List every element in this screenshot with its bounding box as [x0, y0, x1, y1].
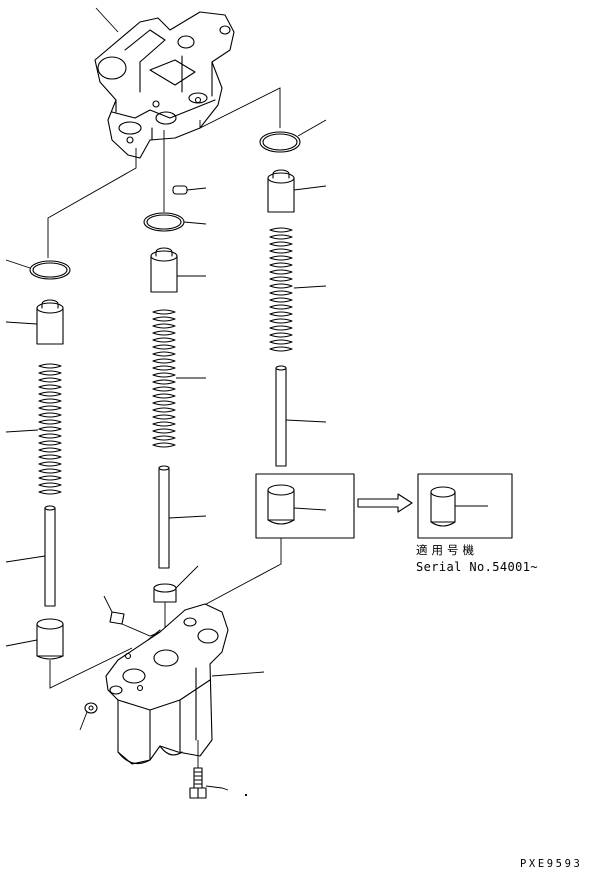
spring-coil: [269, 262, 293, 268]
left-piston: [36, 299, 64, 345]
spring-coil: [38, 426, 62, 432]
spring-coil: [38, 447, 62, 453]
spring-coil: [152, 372, 176, 378]
spring-coil: [152, 365, 176, 371]
center-rod: [158, 465, 170, 569]
left-spring: [38, 363, 62, 495]
spring-coil: [269, 304, 293, 310]
spring-coil: [38, 405, 62, 411]
spring-coil: [152, 400, 176, 406]
spring-coil: [38, 398, 62, 404]
lower-fitting: [103, 595, 161, 637]
connector-left-bore: [47, 148, 137, 258]
spring-coil: [269, 332, 293, 338]
right-rod: [275, 365, 287, 467]
leader-upper-body: [95, 7, 119, 33]
spring-coil: [38, 461, 62, 467]
spring-coil: [38, 419, 62, 425]
spring-coil: [152, 337, 176, 343]
center-cap: [153, 583, 177, 603]
spring-coil: [38, 377, 62, 383]
connector-lower-left: [49, 647, 133, 689]
inset-box-original: [255, 473, 355, 539]
spring-coil: [152, 379, 176, 385]
spring-coil: [38, 391, 62, 397]
spring-coil: [152, 414, 176, 420]
right-oring: [259, 131, 301, 153]
right-piston: [267, 169, 295, 213]
spring-coil: [152, 421, 176, 427]
spring-coil: [38, 475, 62, 481]
spring-coil: [269, 325, 293, 331]
lower-nut: [79, 702, 98, 731]
spring-coil: [269, 339, 293, 345]
spring-coil: [269, 311, 293, 317]
arrow-right-icon: [357, 493, 413, 513]
bolt: [189, 740, 207, 799]
drawing-number: PXE9593: [520, 858, 583, 870]
spring-coil: [152, 330, 176, 336]
right-spring: [269, 227, 293, 352]
spring-coil: [38, 489, 62, 495]
spring-coil: [38, 412, 62, 418]
spring-coil: [38, 468, 62, 474]
center-spring: [152, 309, 176, 448]
left-oring: [29, 260, 71, 280]
spring-coil: [38, 433, 62, 439]
spring-coil: [269, 227, 293, 233]
spring-coil: [269, 318, 293, 324]
spring-coil: [269, 241, 293, 247]
spring-coil: [152, 316, 176, 322]
inset-box-new: [417, 473, 513, 539]
spring-coil: [152, 407, 176, 413]
spring-coil: [38, 440, 62, 446]
lower-valve-body: [105, 603, 229, 765]
spring-coil: [152, 358, 176, 364]
spring-coil: [152, 442, 176, 448]
spring-coil: [152, 323, 176, 329]
spring-coil: [269, 255, 293, 261]
spring-coil: [269, 297, 293, 303]
spring-coil: [269, 290, 293, 296]
center-oring: [143, 212, 185, 232]
spring-coil: [152, 344, 176, 350]
left-rod: [44, 505, 56, 607]
serial-number-label: Serial No.54001~: [416, 560, 538, 574]
spring-coil: [269, 269, 293, 275]
spring-coil: [152, 351, 176, 357]
spring-coil: [152, 386, 176, 392]
spring-coil: [38, 454, 62, 460]
spring-coil: [269, 276, 293, 282]
spring-coil: [38, 482, 62, 488]
spring-coil: [152, 435, 176, 441]
center-plug: [172, 185, 188, 195]
spring-coil: [269, 234, 293, 240]
spring-coil: [38, 370, 62, 376]
spring-coil: [152, 428, 176, 434]
spring-coil: [269, 248, 293, 254]
applicable-machine-label: 適用号機: [416, 543, 478, 557]
spring-coil: [152, 309, 176, 315]
spring-coil: [269, 283, 293, 289]
spring-coil: [38, 384, 62, 390]
spring-coil: [152, 393, 176, 399]
left-end-piston: [36, 618, 64, 660]
center-piston: [150, 247, 178, 293]
upper-valve-body: [94, 11, 235, 159]
spring-coil: [38, 363, 62, 369]
connector-right-bore: [199, 87, 281, 129]
spring-coil: [269, 346, 293, 352]
